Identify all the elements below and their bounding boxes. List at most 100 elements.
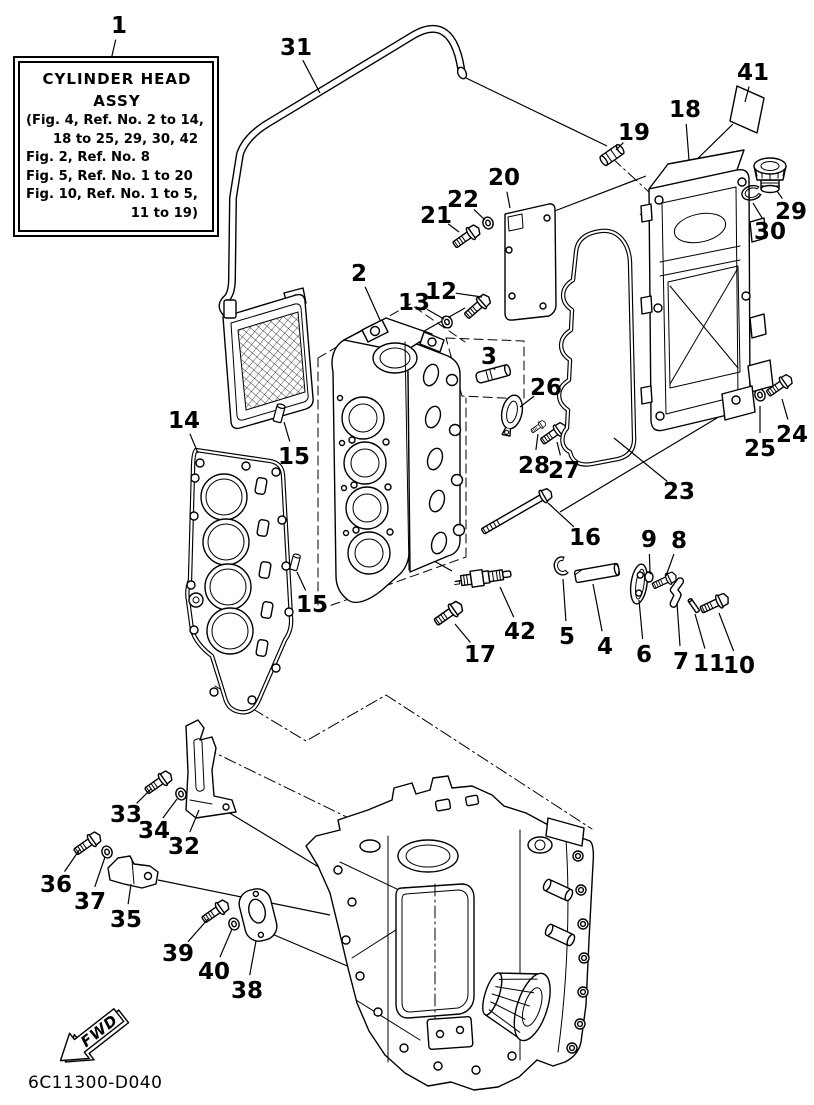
part-callout-36-37: 36 [40, 872, 72, 898]
callout-leader-10-33 [718, 612, 735, 652]
block-mount-lug [426, 1016, 474, 1050]
long-bolt-16 [481, 487, 553, 535]
head-cover [640, 149, 774, 432]
callout-leader-30-6 [752, 202, 763, 219]
part-callout-42-26: 42 [504, 619, 536, 645]
part-callout-38-42: 38 [231, 978, 263, 1004]
o-ring-30 [741, 184, 762, 201]
callout-leader-2-10 [364, 286, 381, 321]
part-callout-21-9: 21 [420, 203, 452, 229]
sleeve-19 [599, 143, 625, 167]
spark-plug-42 [454, 568, 512, 588]
breather-plate-20 [504, 203, 557, 321]
callout-leader-4-28 [592, 583, 603, 632]
bracket-32 [185, 719, 237, 819]
note-line: Fig. 10, Ref. No. 1 to 5, [26, 187, 198, 203]
note-line: 18 to 25, 29, 30, 42 [52, 131, 198, 147]
callout-leader-7-31 [676, 602, 681, 647]
note-title-line1: CYLINDER HEAD [42, 70, 192, 88]
anode-6 [629, 563, 649, 605]
part-callout-40-41: 40 [198, 959, 230, 985]
callout-leader-5-27 [562, 578, 567, 622]
callout-leader-37-38 [94, 856, 106, 887]
dowel-3 [475, 364, 511, 384]
part-callout-6-29: 6 [636, 642, 652, 668]
callout-leader-3-13 [493, 367, 496, 371]
part-callout-5-27: 5 [559, 624, 575, 650]
callout-leader-9-23 [648, 553, 651, 574]
callout-leader-16-22 [547, 502, 575, 528]
part-callout-11-32: 11 [693, 651, 725, 677]
part-callout-35-39: 35 [110, 907, 142, 933]
part-callout-41-2: 41 [737, 60, 769, 86]
callout-leader-32-36 [189, 809, 200, 833]
callout-leader-29-5 [776, 190, 783, 200]
callout-leader-28-17 [535, 433, 539, 451]
callout-leader-17-30 [454, 623, 471, 643]
part-callout-12-11: 12 [425, 279, 457, 305]
part-callout-20-7: 20 [488, 165, 520, 191]
head-gasket-14 [185, 447, 294, 715]
decal-41 [729, 85, 765, 134]
callout-leader-26-14 [519, 395, 535, 408]
part-callout-26-14: 26 [530, 375, 562, 401]
clip-7 [669, 577, 685, 608]
part-callout-37-38: 37 [74, 889, 106, 915]
part-callout-23-19: 23 [663, 479, 695, 505]
part-callout-16-22: 16 [569, 525, 601, 551]
breather-box [222, 287, 314, 430]
part-callout-18-3: 18 [669, 97, 701, 123]
bracket-35 [107, 855, 159, 889]
oil-filter [482, 972, 551, 1042]
part-callout-29-5: 29 [775, 199, 807, 225]
callout-leader-27-18 [556, 441, 561, 456]
part-callout-4-28: 4 [597, 634, 613, 660]
note-title-line2: ASSY [93, 92, 141, 110]
plate-38 [238, 888, 278, 942]
callout-leader-40-41 [219, 928, 233, 958]
part-callout-3-13: 3 [481, 344, 497, 370]
callout-leader-35-39 [127, 883, 132, 905]
part-callout-34-35: 34 [138, 818, 170, 844]
callout-leader-21-9 [447, 223, 460, 233]
diagram-code: 6C11300-D040 [28, 1073, 162, 1093]
callout-leader-15-16 [283, 421, 291, 442]
assy-note-inner: CYLINDER HEAD ASSY (Fig. 4, Ref. No. 2 t… [18, 61, 214, 232]
pin-11 [687, 598, 700, 614]
part-callout-8-24: 8 [671, 528, 687, 554]
oil-filler-cap-29 [753, 157, 787, 194]
note-line: Fig. 2, Ref. No. 8 [26, 150, 150, 166]
callout-leader-20-7 [506, 191, 511, 209]
cylinder-block [305, 775, 595, 1091]
callout-leader-11-32 [694, 613, 706, 649]
callout-leader-34-35 [162, 798, 178, 819]
callout-leader-42-26 [499, 586, 515, 618]
part-callout-31-1: 31 [280, 35, 312, 61]
part-callout-1-0: 1 [111, 13, 127, 39]
part-callout-10-33: 10 [723, 653, 755, 679]
assy-note-box: CYLINDER HEAD ASSY (Fig. 4, Ref. No. 2 t… [13, 56, 219, 237]
callout-leader-23-19 [613, 437, 668, 482]
part-callout-30-6: 30 [754, 219, 786, 245]
callout-leader-24-20 [781, 398, 789, 420]
tube-4 [573, 562, 621, 584]
part-callout-2-10: 2 [351, 261, 367, 287]
callout-leader-6-29 [638, 599, 644, 640]
clip-5 [553, 556, 569, 576]
part-callout-9-23: 9 [641, 527, 657, 553]
callout-leader-22-8 [473, 208, 486, 221]
fwd-arrow: FWD [59, 1008, 130, 1063]
fasteners [272, 214, 796, 630]
part-callout-39-40: 39 [162, 941, 194, 967]
note-line: 11 to 19) [130, 205, 198, 221]
callout-leader-18-3 [685, 123, 690, 161]
breather-hose-31 [218, 24, 468, 322]
part-callout-14-15: 14 [168, 408, 200, 434]
cover-gasket-23 [556, 228, 637, 467]
part-callout-19-4: 19 [618, 120, 650, 146]
part-callout-13-12: 13 [398, 290, 430, 316]
part-callout-33-34: 33 [110, 802, 142, 828]
